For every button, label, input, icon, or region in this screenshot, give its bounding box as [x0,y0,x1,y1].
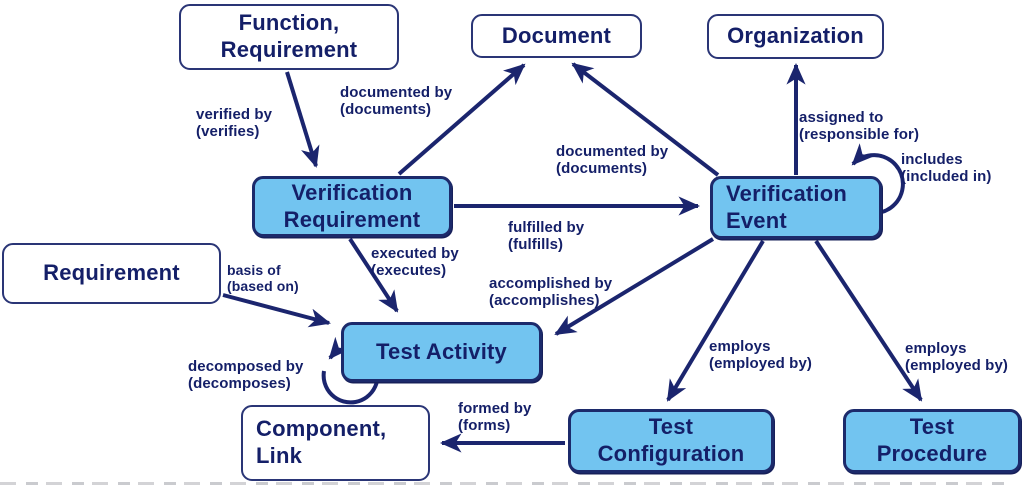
edge-label-accomplished-by: accomplished by (accomplishes) [489,275,613,310]
cropped-caption-line [0,482,1010,485]
arrow-documented-by-requirement [397,63,526,176]
edge-label-basis-of: basis of (based on) [227,262,299,295]
node-verification-requirement: Verification Requirement [252,176,452,237]
arrow-executed-by [348,237,399,313]
arrow-accomplished-by [554,237,715,336]
node-test-configuration: Test Configuration [568,409,774,473]
edge-label-includes: includes (included in) [901,151,992,186]
arrow-verified-by [285,71,320,168]
node-verification-event: Verification Event [710,176,882,239]
edge-label-employs-procedure: employs (employed by) [905,340,1008,375]
node-component-link: Component, Link [241,405,430,481]
arrow-employs-configuration [666,239,765,402]
node-test-activity: Test Activity [341,322,542,382]
node-requirement: Requirement [2,243,221,304]
edge-label-executed-by: executed by (executes) [371,245,459,280]
arrow-basis-of [222,293,331,328]
node-document: Document [471,14,642,58]
edge-label-fulfilled-by: fulfilled by (fulfills) [508,219,585,254]
node-function-requirement: Function, Requirement [179,4,399,70]
node-test-procedure: Test Procedure [843,409,1021,473]
edge-label-documented-by-requirement: documented by (documents) [340,84,453,119]
edge-label-documented-by-event: documented by (documents) [556,143,669,178]
edge-label-assigned-to: assigned to (responsible for) [799,109,920,144]
arrow-employs-procedure [814,239,923,402]
edge-label-employs-configuration: employs (employed by) [709,338,812,373]
edge-label-verified-by: verified by (verifies) [196,106,273,141]
node-organization: Organization [707,14,884,59]
edge-label-formed-by: formed by (forms) [458,400,532,435]
edge-label-decomposed-by: decomposed by (decomposes) [188,358,304,393]
arrow-documented-by-event [571,62,720,177]
